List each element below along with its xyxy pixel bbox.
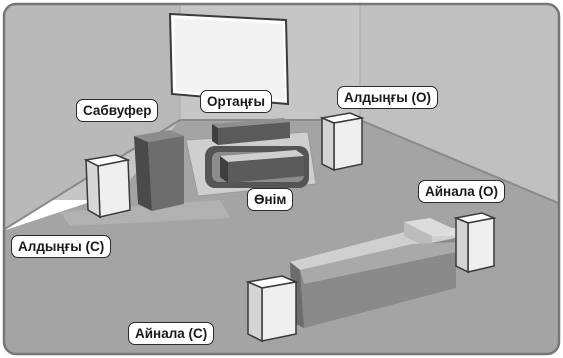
- label-front-right: Алдыңғы (О): [337, 86, 438, 109]
- tv-screen: [168, 12, 290, 106]
- subwoofer-speaker: [134, 130, 184, 211]
- sofa: [290, 218, 456, 328]
- product-unit: [220, 150, 304, 183]
- right-wall: [360, 4, 559, 205]
- surround-right-speaker: [453, 212, 497, 274]
- label-subwoofer: Сабвуфер: [76, 99, 159, 122]
- label-surround-right: Айнала (О): [418, 180, 506, 203]
- front-left-speaker: [83, 154, 131, 219]
- label-center: Ортаңғы: [200, 90, 272, 113]
- label-front-left: Алдыңғы (С): [11, 235, 112, 258]
- surround-left-speaker: [245, 275, 299, 343]
- label-surround-left: Айнала (С): [128, 322, 215, 345]
- front-right-speaker: [319, 112, 365, 172]
- label-product: Өнім: [247, 188, 294, 211]
- center-speaker: [212, 118, 290, 145]
